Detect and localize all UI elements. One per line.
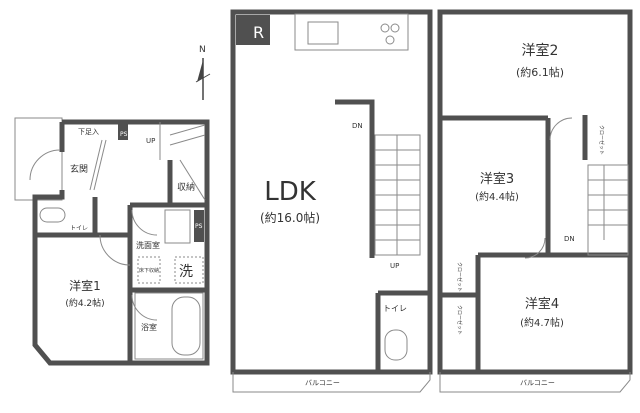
closet-room4-label: クローゼット [456,305,463,335]
closet-stair-label: クローゼット [598,125,605,155]
floor1-outer-wall [32,119,210,366]
floor1-up-label: UP [146,137,155,145]
room2-size: (約6.1帖) [516,65,564,79]
floor3-dn-label: DN [564,235,575,243]
north-label: N [199,45,206,55]
toilet-fixture [39,207,66,223]
ps-top-label: PS [120,131,128,138]
bathroom-label: 浴室 [141,322,157,332]
washer-space [174,256,204,284]
floor3-plan [437,9,633,393]
floor2-plan [230,9,433,393]
storage-label: 収納 [177,181,195,193]
floor2-balcony-label: バルコニー [305,379,340,387]
ps-side-label: PS [195,223,203,230]
room3-size: (約4.4帖) [475,190,519,203]
shoe-storage-label: 下足入 [78,128,99,136]
washer-label: 洗 [179,264,193,280]
refrigerator-label: R [253,23,264,42]
floor2-toilet-label: トイレ [383,304,407,313]
floor3-balcony [439,372,631,393]
floor2-outer-wall [230,9,433,375]
floor3-outer-wall [437,9,633,375]
room1-size: (約4.2帖) [65,297,104,309]
ldk-size: (約16.0帖) [260,210,320,225]
floor2-dn-label: DN [352,122,363,130]
room2-name: 洋室2 [522,42,559,59]
floor2-up-label: UP [390,262,399,270]
floor1-plan [14,117,210,366]
room3-name: 洋室3 [480,171,514,187]
underfloor-storage-label: 床下収納 [139,267,159,274]
closet-small-label: クローゼット [456,262,463,292]
room4-size: (約4.7帖) [520,316,564,329]
entrance-porch [14,117,63,201]
room4-name: 洋室4 [525,296,559,312]
washroom-label: 洗面室 [136,240,160,250]
sink [307,21,339,45]
ldk-name: LDK [264,177,317,207]
floor1-toilet-label: トイレ [70,225,88,232]
entrance-label: 玄関 [70,163,88,175]
room1-name: 洋室1 [69,278,101,293]
kitchen-counter [294,13,409,51]
washbasin [164,209,191,244]
bathtub [171,296,201,356]
floor2-balcony [232,372,431,393]
north-arrow-icon [195,58,211,100]
toilet-fixture-2f [384,329,408,361]
floor3-balcony-label: バルコニー [520,379,555,387]
